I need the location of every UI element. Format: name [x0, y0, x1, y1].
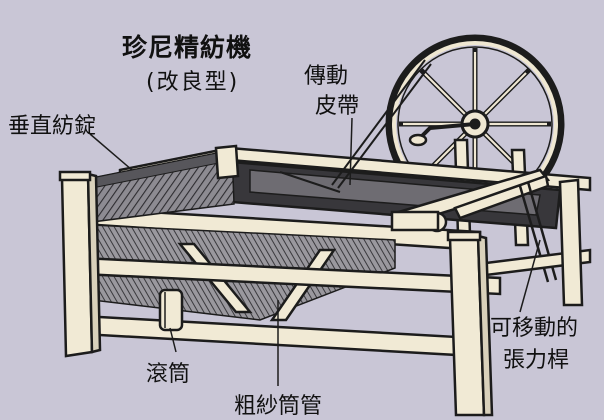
- label-tension-bar-line2: 張力桿: [503, 348, 570, 373]
- label-roving-bobbins: 粗紗筒管: [234, 394, 323, 419]
- leader-lines: [89, 117, 541, 386]
- label-vertical-spindles: 垂直紡錠: [8, 114, 97, 139]
- frame-posts: [58, 144, 584, 417]
- label-tension-bar-line1: 可移動的: [490, 316, 579, 341]
- drive-belt: [279, 59, 432, 193]
- label-drive-belt-line2: 皮帶: [315, 94, 360, 119]
- diagram-title: 珍尼精紡機: [122, 33, 253, 62]
- label-drive-belt-line1: 傳動: [304, 64, 349, 89]
- tension-bar: [390, 168, 558, 283]
- label-roller: 滾筒: [146, 362, 191, 387]
- diagram-subtitle: (改良型): [146, 70, 240, 95]
